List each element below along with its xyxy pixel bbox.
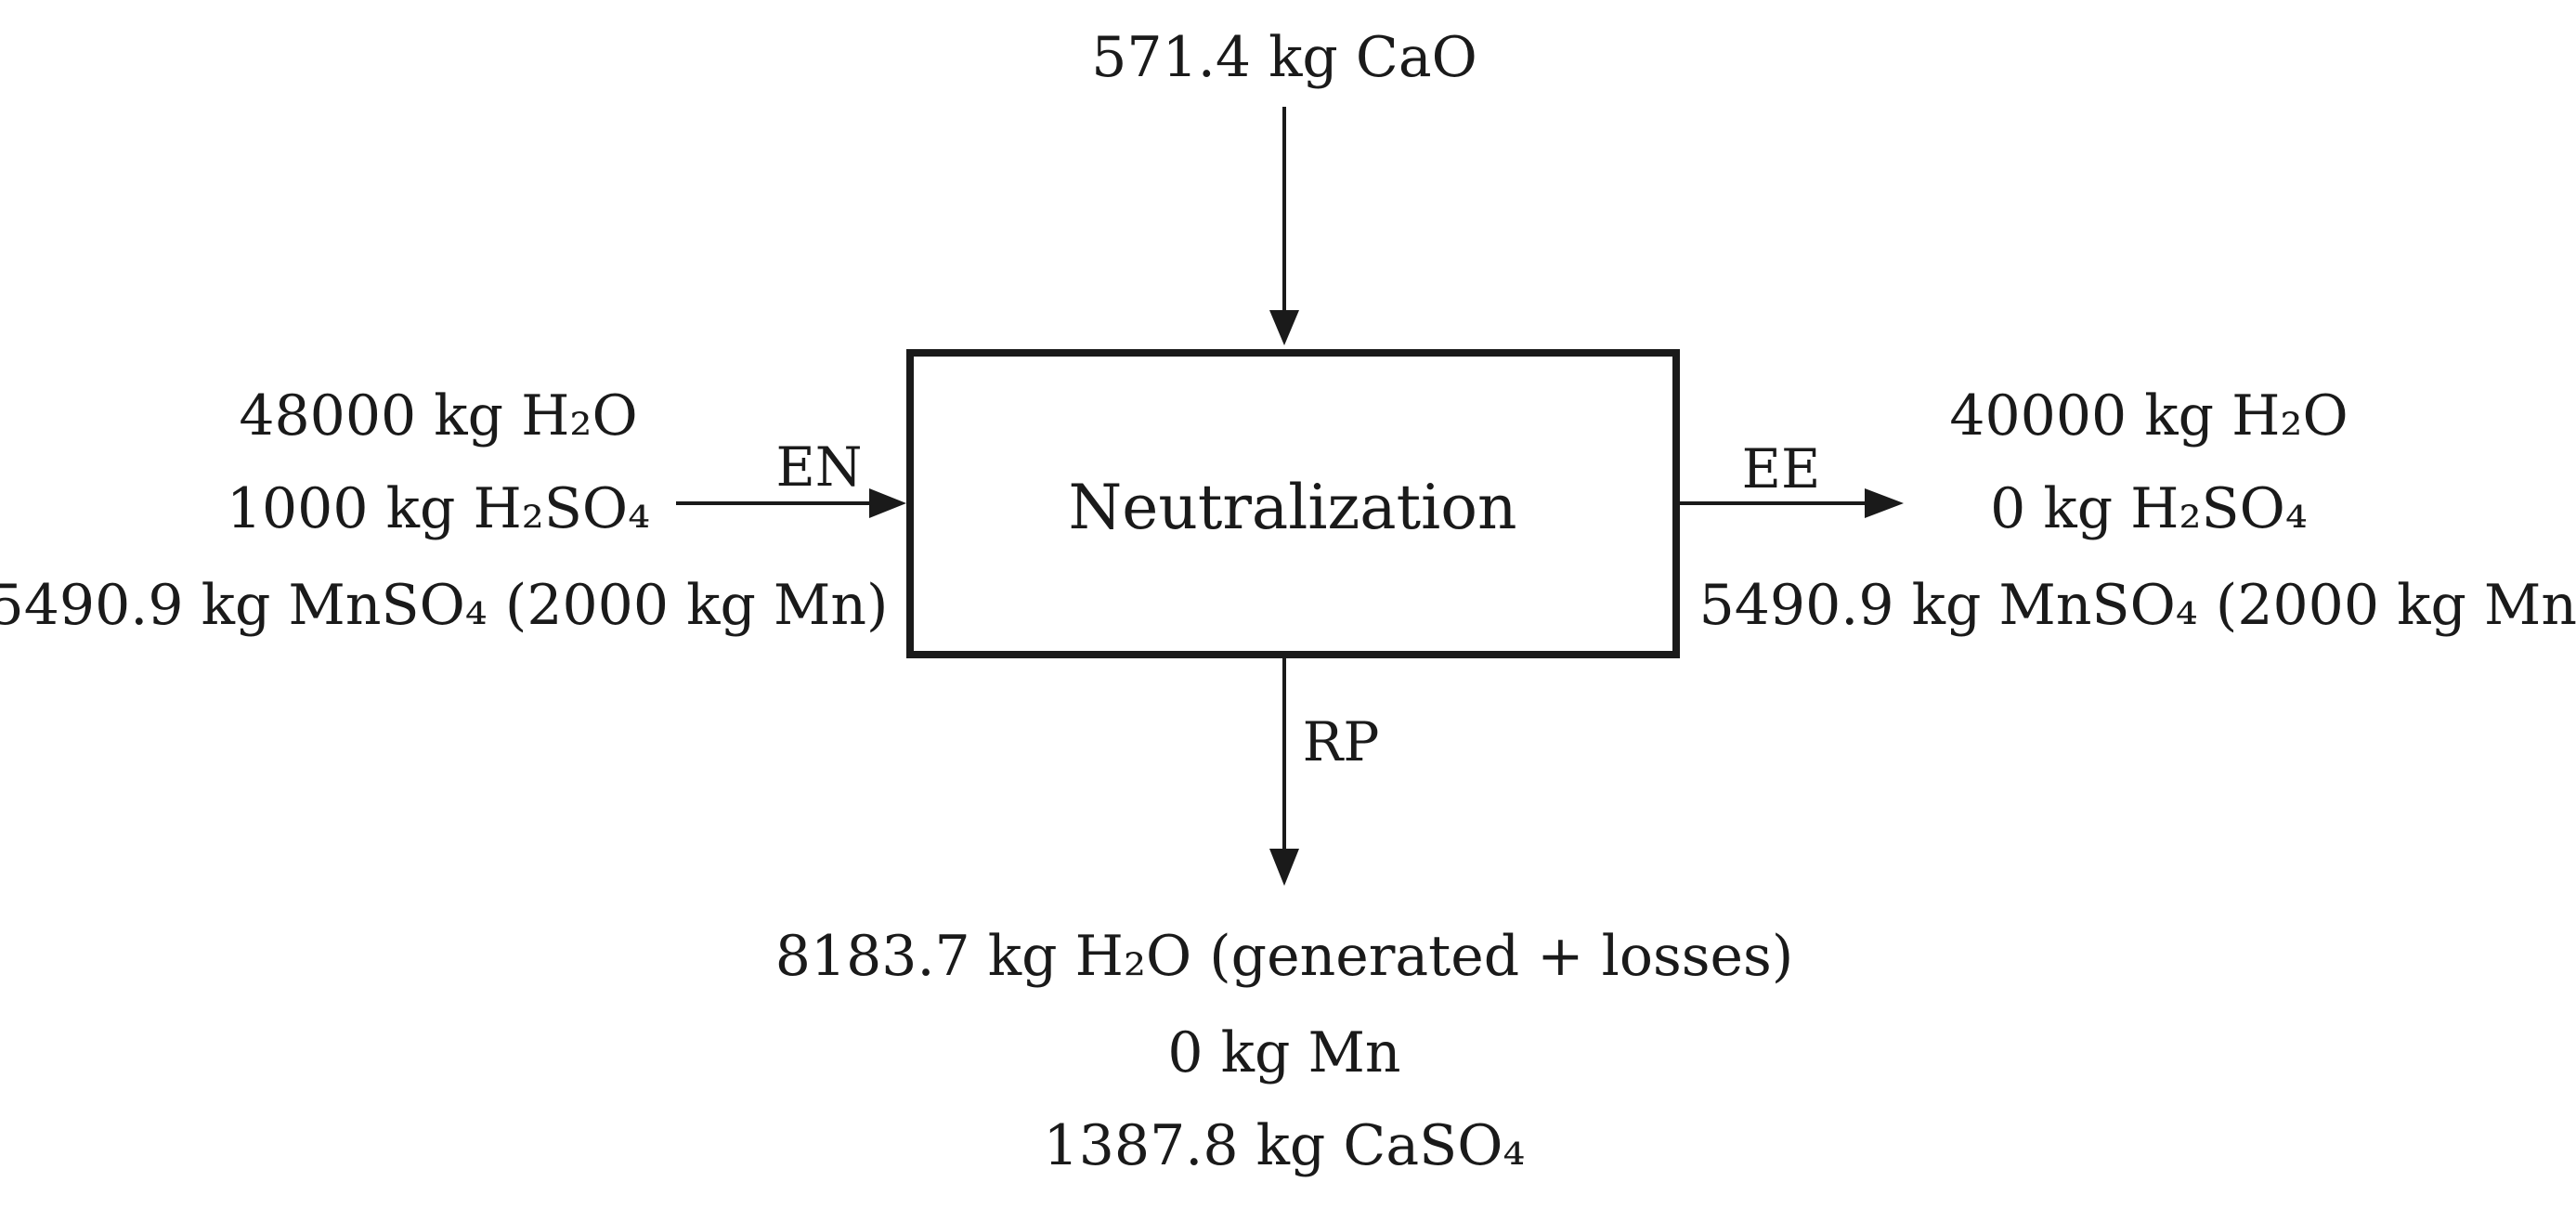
- rp-stream-tag: RP: [1302, 710, 1380, 773]
- rp-output-arrowhead: [1269, 849, 1299, 886]
- ee-stream-tag: EE: [1741, 437, 1821, 500]
- ee-acid-label: 0 kg H₂SO₄: [1990, 476, 2308, 541]
- rp-water-label: 8183.7 kg H₂O (generated + losses): [774, 924, 1794, 989]
- en-water-label: 48000 kg H₂O: [239, 383, 638, 448]
- cao-input-arrowhead: [1269, 310, 1299, 345]
- process-label: Neutralization: [1068, 472, 1517, 543]
- en-stream-tag: EN: [775, 435, 863, 499]
- rp-mn-label: 0 kg Mn: [1167, 1020, 1401, 1085]
- en-mnso4-label: 5490.9 kg MnSO₄ (2000 kg Mn): [0, 573, 889, 638]
- ee-mnso4-label: 5490.9 kg MnSO₄ (2000 kg Mn): [1698, 573, 2576, 638]
- en-input-arrowhead: [869, 488, 906, 518]
- ee-water-label: 40000 kg H₂O: [1949, 383, 2348, 448]
- cao-input-label: 571.4 kg CaO: [1091, 25, 1477, 90]
- rp-caso4-label: 1387.8 kg CaSO₄: [1043, 1113, 1526, 1178]
- en-acid-label: 1000 kg H₂SO₄: [226, 476, 651, 541]
- ee-output-arrowhead: [1865, 488, 1904, 518]
- process-box: [906, 349, 1680, 658]
